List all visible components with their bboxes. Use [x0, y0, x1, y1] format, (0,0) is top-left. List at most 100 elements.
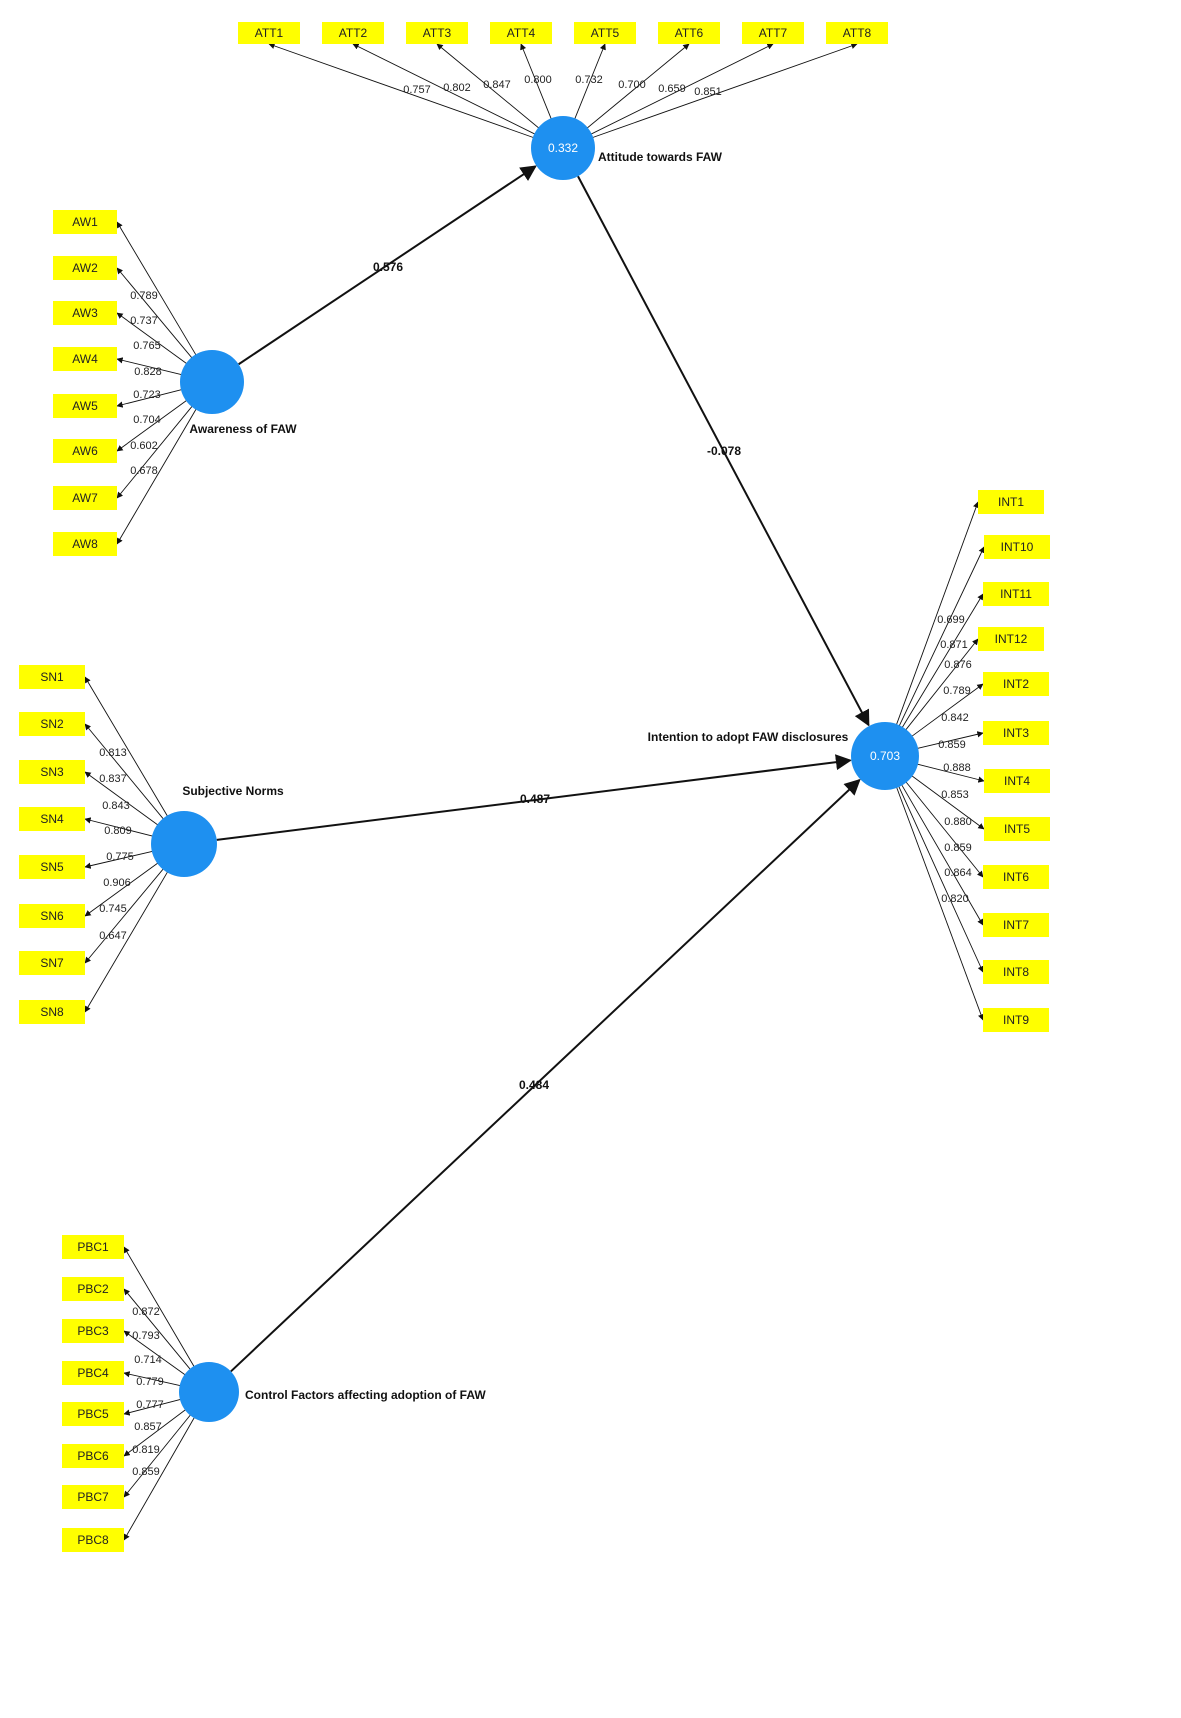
- loading-arrow-int11: [901, 593, 984, 729]
- indicator-box-sn5[interactable]: [19, 855, 85, 879]
- indicator-label-aw7: AW7: [72, 491, 98, 505]
- loading-value-int6: 0.880: [944, 816, 972, 828]
- indicator-label-aw2: AW2: [72, 261, 98, 275]
- indicator-label-sn4: SN4: [40, 812, 64, 826]
- indicator-box-att5[interactable]: [574, 22, 636, 44]
- latent-name-att: Attitude towards FAW: [598, 150, 723, 164]
- indicator-label-pbc3: PBC3: [77, 1324, 109, 1338]
- loading-value-att6: 0.700: [618, 79, 646, 91]
- latent-node-att[interactable]: [531, 116, 595, 180]
- loading-value-sn8: 0.647: [99, 930, 127, 942]
- indicator-label-sn5: SN5: [40, 860, 64, 874]
- indicator-box-aw4[interactable]: [53, 347, 117, 371]
- indicator-box-int1[interactable]: [978, 490, 1044, 514]
- loading-arrow-att7: [589, 43, 774, 136]
- path-arrow-aw-att: [238, 165, 537, 366]
- indicator-box-att1[interactable]: [238, 22, 300, 44]
- indicator-box-pbc1[interactable]: [62, 1235, 124, 1259]
- indicator-box-int8[interactable]: [983, 960, 1049, 984]
- indicator-box-pbc3[interactable]: [62, 1319, 124, 1343]
- latent-name-int: Intention to adopt FAW disclosures: [648, 730, 849, 744]
- indicator-box-att2[interactable]: [322, 22, 384, 44]
- indicator-box-aw3[interactable]: [53, 301, 117, 325]
- indicator-box-sn4[interactable]: [19, 807, 85, 831]
- indicator-label-sn1: SN1: [40, 670, 64, 684]
- indicator-box-sn2[interactable]: [19, 712, 85, 736]
- indicator-box-aw7[interactable]: [53, 486, 117, 510]
- loading-arrow-aw5: [116, 388, 184, 408]
- indicator-box-att6[interactable]: [658, 22, 720, 44]
- loading-value-sn2: 0.837: [99, 773, 127, 785]
- path-arrow-pbc-int: [230, 778, 861, 1373]
- loading-value-pbc1: 0.872: [132, 1306, 160, 1318]
- loading-arrow-aw3: [116, 312, 188, 365]
- loading-arrow-sn2: [84, 723, 165, 821]
- loading-value-int8: 0.864: [944, 867, 972, 879]
- loading-value-int11: 0.876: [944, 659, 972, 671]
- indicator-box-sn8[interactable]: [19, 1000, 85, 1024]
- loading-value-pbc6: 0.857: [134, 1421, 162, 1433]
- indicator-box-int6[interactable]: [983, 865, 1049, 889]
- indicator-box-sn7[interactable]: [19, 951, 85, 975]
- loading-arrow-sn7: [84, 867, 165, 964]
- indicator-box-int12[interactable]: [978, 627, 1044, 651]
- latent-node-int[interactable]: [851, 722, 919, 790]
- indicator-label-pbc7: PBC7: [77, 1490, 109, 1504]
- indicator-box-aw2[interactable]: [53, 256, 117, 280]
- indicator-label-int1: INT1: [998, 495, 1024, 509]
- indicator-label-pbc4: PBC4: [77, 1366, 109, 1380]
- indicator-box-aw1[interactable]: [53, 210, 117, 234]
- indicator-box-aw8[interactable]: [53, 532, 117, 556]
- indicator-box-sn1[interactable]: [19, 665, 85, 689]
- indicator-label-int8: INT8: [1003, 965, 1029, 979]
- loading-value-int2: 0.842: [941, 712, 969, 724]
- loading-arrow-pbc4: [123, 1371, 182, 1387]
- loading-arrow-aw6: [116, 399, 188, 452]
- indicator-label-int9: INT9: [1003, 1013, 1029, 1027]
- loading-value-att2: 0.802: [443, 82, 471, 94]
- indicator-box-int7[interactable]: [983, 913, 1049, 937]
- indicator-label-int4: INT4: [1004, 774, 1030, 788]
- loading-arrow-sn5: [84, 850, 154, 869]
- indicator-box-int11[interactable]: [983, 582, 1049, 606]
- indicator-box-aw5[interactable]: [53, 394, 117, 418]
- indicator-box-int3[interactable]: [983, 721, 1049, 745]
- loading-arrow-aw2: [116, 267, 194, 360]
- latent-node-sn[interactable]: [151, 811, 217, 877]
- indicator-box-pbc5[interactable]: [62, 1402, 124, 1426]
- loading-arrow-sn4: [84, 817, 155, 837]
- indicator-box-pbc8[interactable]: [62, 1528, 124, 1552]
- loading-arrow-pbc8: [123, 1416, 196, 1541]
- indicator-box-sn3[interactable]: [19, 760, 85, 784]
- indicator-box-pbc4[interactable]: [62, 1361, 124, 1385]
- indicator-box-int9[interactable]: [983, 1008, 1049, 1032]
- indicator-box-int10[interactable]: [984, 535, 1050, 559]
- loading-arrow-int6: [904, 780, 984, 878]
- indicator-box-int4[interactable]: [984, 769, 1050, 793]
- indicator-box-att8[interactable]: [826, 22, 888, 44]
- indicator-box-att7[interactable]: [742, 22, 804, 44]
- loading-arrow-pbc5: [123, 1398, 183, 1416]
- loading-value-int7: 0.859: [944, 842, 972, 854]
- indicator-box-att4[interactable]: [490, 22, 552, 44]
- indicator-box-att3[interactable]: [406, 22, 468, 44]
- latent-node-aw[interactable]: [180, 350, 244, 414]
- indicator-box-pbc7[interactable]: [62, 1485, 124, 1509]
- indicator-box-int2[interactable]: [983, 672, 1049, 696]
- latent-node-pbc[interactable]: [179, 1362, 239, 1422]
- indicator-label-sn7: SN7: [40, 956, 64, 970]
- indicator-box-pbc6[interactable]: [62, 1444, 124, 1468]
- indicator-box-pbc2[interactable]: [62, 1277, 124, 1301]
- indicator-label-att2: ATT2: [339, 26, 368, 40]
- loading-arrow-att3: [436, 43, 541, 130]
- loading-arrow-aw8: [116, 407, 198, 545]
- loading-arrow-int2: [910, 683, 984, 738]
- loading-arrow-att6: [585, 43, 690, 130]
- indicator-box-sn6[interactable]: [19, 904, 85, 928]
- indicator-label-att3: ATT3: [423, 26, 452, 40]
- loading-value-int1: 0.699: [937, 614, 965, 626]
- loading-value-int12: 0.789: [943, 685, 971, 697]
- indicator-box-int5[interactable]: [984, 817, 1050, 841]
- path-arrow-sn-int: [216, 754, 852, 841]
- indicator-box-aw6[interactable]: [53, 439, 117, 463]
